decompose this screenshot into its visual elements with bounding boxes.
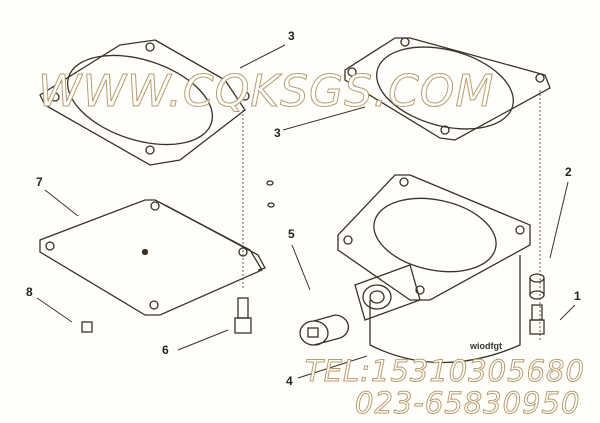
gasket-top-left [39,39,250,166]
watermark-phone: 023-65830950 [354,386,581,420]
callout-4: 4 [286,374,293,388]
nut [81,321,93,333]
washer-and-bolt [529,273,545,335]
callout-2: 2 [565,165,572,179]
cover-plate [39,199,266,316]
watermark-tel: TEL:15310305680 [305,354,585,388]
watermark-url: WWW.CQKSGS.COM [37,66,495,117]
callout-1: 1 [574,289,581,303]
plug [299,314,350,346]
gasket-top-right [344,37,551,141]
callout-3-upper: 3 [288,29,295,43]
callout-6: 6 [162,343,169,357]
callout-3-lower: 3 [274,126,281,140]
housing [337,174,531,364]
callout-8: 8 [26,285,33,299]
part-label: wiodfgt [470,341,502,351]
callout-5: 5 [288,227,295,241]
callout-7: 7 [36,175,43,189]
bolt [234,297,252,334]
leader-arrows [36,44,576,379]
